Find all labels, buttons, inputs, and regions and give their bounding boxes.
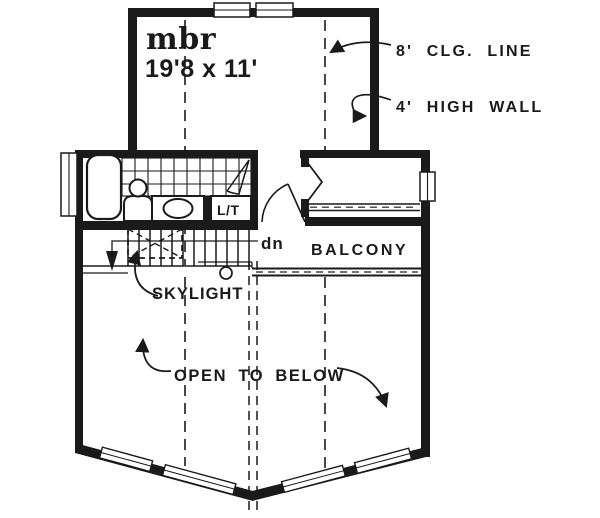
bathtub: [85, 153, 123, 221]
sink-vanity: [151, 195, 205, 222]
open-below-arrow-left: [135, 337, 172, 373]
stair-down-arrow: [106, 251, 118, 271]
ceiling-line-arrow: [329, 39, 392, 54]
balcony-railing: [219, 266, 421, 280]
window-top-1: [213, 2, 251, 18]
window-bay-right-2: [353, 447, 413, 475]
wall-mbr-left: [128, 8, 137, 158]
closet-door-fold: [306, 161, 324, 203]
stair-direction: [106, 240, 258, 271]
wall-mbr-right: [370, 8, 379, 156]
toilet: [123, 178, 153, 222]
bathroom-fixtures: [85, 153, 252, 222]
skylight-arrow: [127, 249, 159, 297]
windows: [60, 2, 436, 496]
wall-closet-jamb-bottom: [301, 199, 309, 217]
wall-linen-left: [204, 196, 211, 222]
wall-outer-right: [421, 150, 430, 457]
label-skylight: SKYLIGHT: [152, 285, 243, 303]
label-linen-closet: L/T: [217, 202, 240, 218]
stair-direction-line: [111, 240, 258, 253]
wall-bath-top: [75, 150, 258, 158]
wall-outer-left: [75, 150, 83, 452]
label-open-to-below: OPEN TO BELOW: [174, 367, 345, 385]
open-below-arrow-right: [336, 367, 389, 409]
label-ceiling-line: 8' CLG. LINE: [396, 43, 533, 60]
high-wall-arrow: [351, 93, 392, 124]
bathroom-door-swing: [226, 159, 250, 195]
label-stairs-down: dn: [261, 234, 284, 253]
sink-basin: [162, 198, 194, 219]
leader-arrows: [127, 39, 392, 409]
railing-newel-post: [219, 266, 233, 280]
window-left: [60, 152, 78, 217]
wall-closet-jamb-top: [301, 158, 309, 167]
window-bay-left-1: [98, 446, 154, 473]
label-high-wall: 4' HIGH WALL: [396, 99, 543, 116]
stair-risers: [138, 230, 250, 266]
wall-closet-top: [300, 150, 430, 158]
label-mbr-dimensions: 19'8 x 11': [145, 55, 258, 83]
wall-hall-lower-right: [305, 217, 430, 226]
window-top-2: [255, 2, 294, 18]
label-balcony: BALCONY: [311, 242, 408, 259]
label-master-bedroom: mbr: [146, 22, 217, 57]
window-bay-right-1: [280, 464, 347, 494]
wall-top: [128, 8, 379, 17]
linen-closet-box: [210, 195, 252, 222]
window-bay-left-2: [161, 463, 237, 496]
window-right: [419, 171, 436, 202]
closet-rod-shelf: [308, 203, 420, 212]
wall-bath-right: [251, 158, 258, 222]
stair-nosing-line: [198, 261, 253, 268]
wall-hall-lower-left: [75, 221, 258, 230]
